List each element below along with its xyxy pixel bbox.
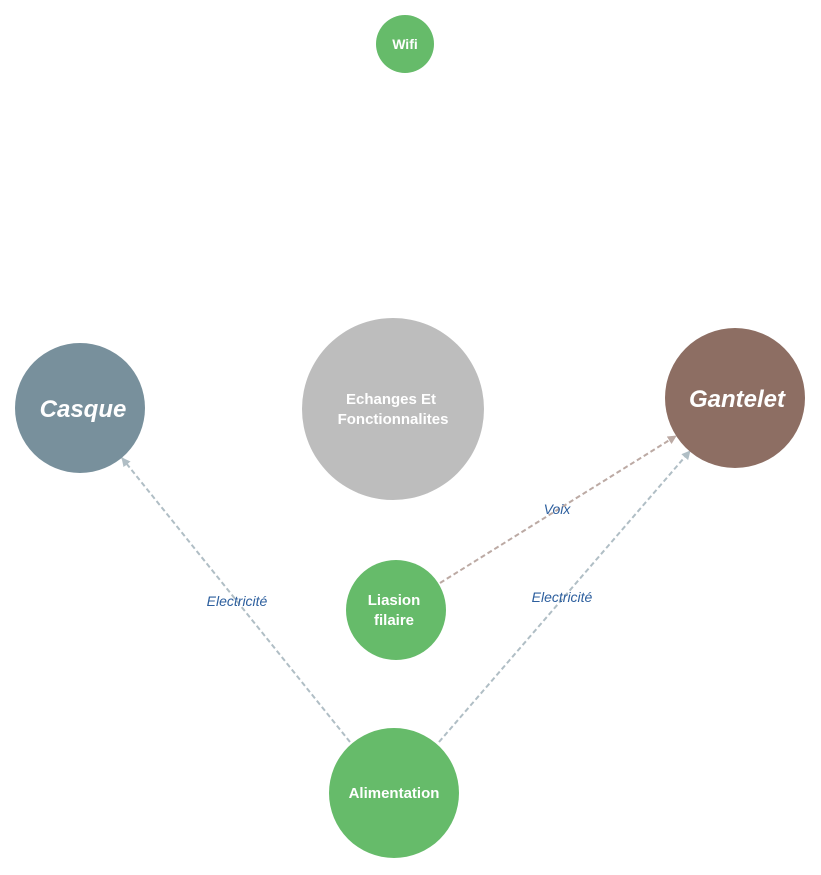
node-gantelet[interactable]: Gantelet <box>665 328 805 468</box>
node-alimentation-circle <box>329 728 459 858</box>
node-casque-label: Casque <box>40 396 127 423</box>
node-alimentation-label: Alimentation <box>349 785 440 802</box>
node-casque-circle <box>15 343 145 473</box>
edge-label-voix: Voix <box>544 501 572 517</box>
edge-alimentation-casque[interactable] <box>121 457 351 743</box>
node-echanges-fonctionnalites[interactable]: Echanges Et Fonctionnalites <box>302 318 484 500</box>
node-liaison-filaire[interactable]: Liasion filaire <box>346 560 446 660</box>
node-gantelet-label: Gantelet <box>689 386 786 413</box>
node-liaison-circle <box>346 560 446 660</box>
edge-label-electricite-gantelet: Electricité <box>532 589 593 605</box>
node-wifi-circle <box>376 15 434 73</box>
node-gantelet-circle <box>665 328 805 468</box>
node-echanges-label-line1: Echanges Et <box>346 391 436 408</box>
node-alimentation[interactable]: Alimentation <box>329 728 459 858</box>
node-casque[interactable]: Casque <box>15 343 145 473</box>
node-echanges-circle <box>302 318 484 500</box>
edge-label-electricite-casque: Electricité <box>207 593 268 609</box>
node-wifi[interactable]: Wifi <box>376 15 434 73</box>
edge-liaison-gantelet[interactable] <box>439 435 677 584</box>
node-liaison-label-line2: filaire <box>374 612 414 629</box>
node-wifi-label: Wifi <box>392 36 418 52</box>
node-liaison-label-line1: Liasion <box>368 592 421 609</box>
node-echanges-label-line2: Fonctionnalites <box>338 411 449 428</box>
edge-alimentation-gantelet[interactable] <box>438 450 691 743</box>
